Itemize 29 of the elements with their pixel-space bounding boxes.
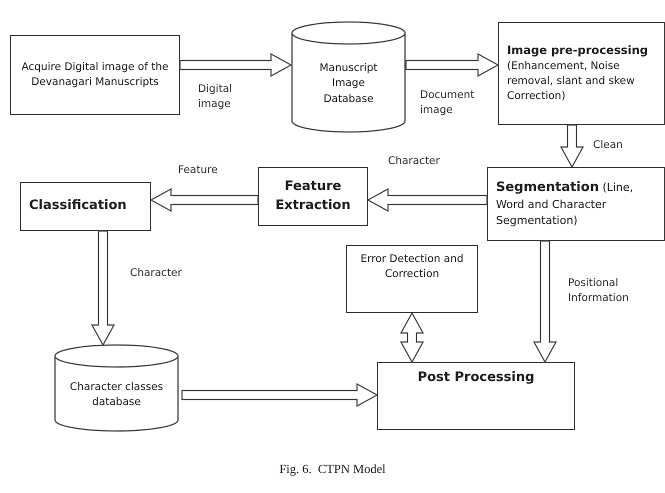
block-arrow	[366, 188, 488, 212]
block-arrow	[150, 188, 259, 212]
process-box	[258, 167, 368, 226]
process-box	[346, 245, 478, 313]
box-text: Feature Extraction	[274, 178, 352, 214]
box-text: Character classes database	[68, 380, 164, 410]
box-text: Post Processing	[418, 369, 534, 387]
process-box	[487, 167, 665, 241]
block-arrow	[405, 52, 500, 78]
box-text: Classification	[29, 197, 127, 216]
process-box	[498, 22, 665, 125]
box-heading: Image pre-processing	[507, 42, 648, 59]
block-arrow	[179, 52, 292, 78]
box-text: Segmentation (Line, Word and Character Segmentation)	[496, 178, 634, 230]
block-arrow	[181, 382, 378, 408]
block-arrow	[400, 312, 424, 364]
figure-caption: Fig. 6. CTPN Model	[278, 462, 387, 477]
block-arrow	[560, 124, 584, 168]
process-box	[377, 362, 575, 430]
box-text: Error Detection and Correction	[359, 252, 465, 282]
box-text: Acquire Digital image of the Devanagari Manuscripts	[20, 60, 170, 90]
box-text: Manuscript Image Database	[318, 61, 379, 107]
box-text: (Enhancement, Noise removal, slant and skew Correction)	[507, 59, 636, 104]
block-arrow	[90, 230, 116, 346]
process-box	[10, 35, 180, 115]
database-cylinder	[291, 22, 406, 132]
database-cylinder	[54, 345, 179, 431]
process-box	[20, 182, 151, 231]
block-arrow	[532, 240, 558, 364]
